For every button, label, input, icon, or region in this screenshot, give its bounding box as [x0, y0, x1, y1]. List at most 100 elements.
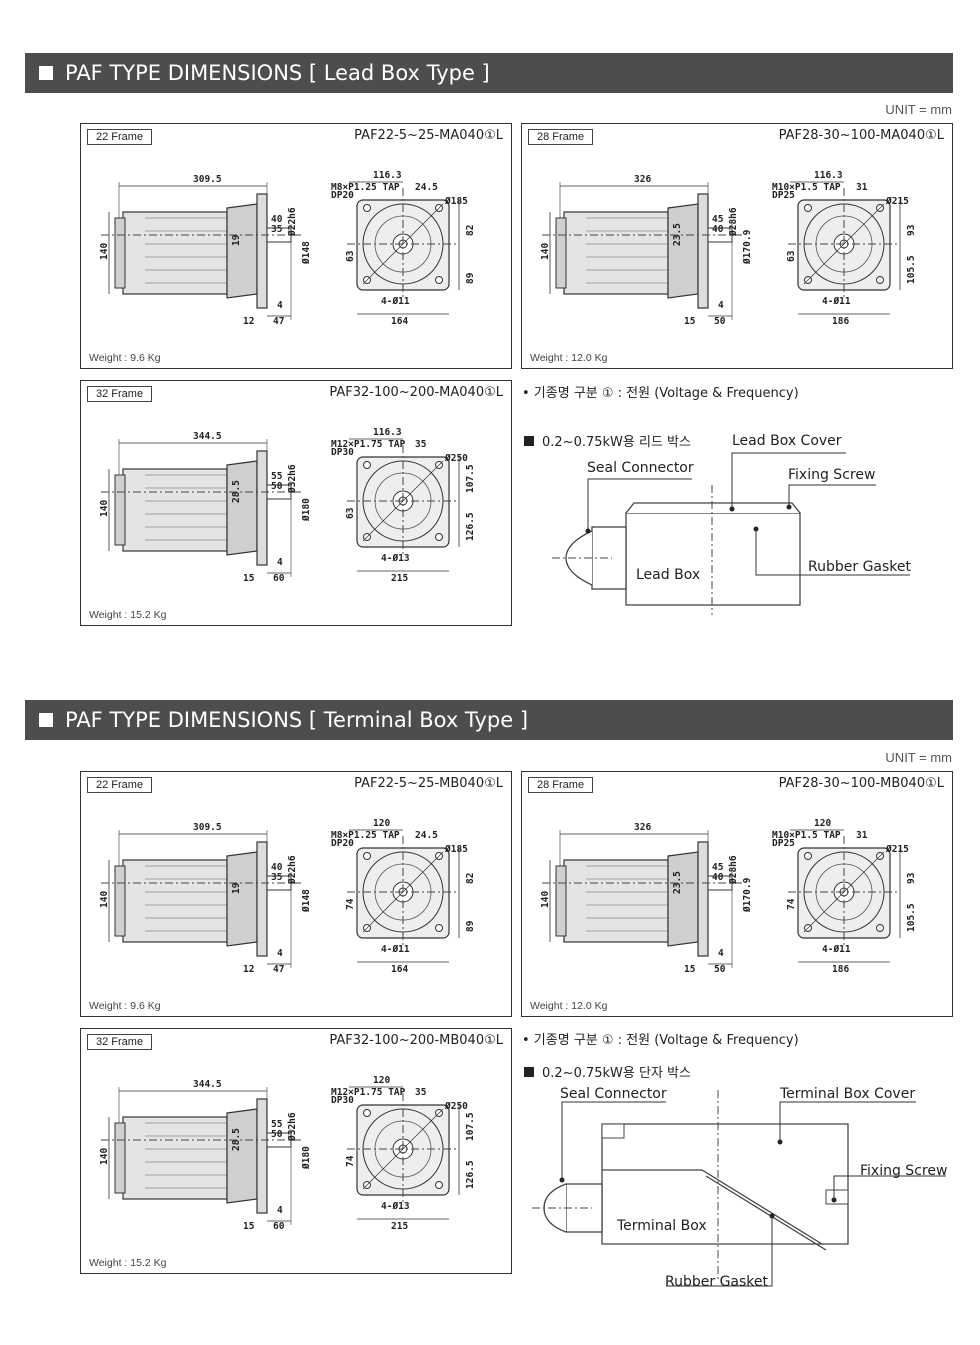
- lead-box-body: [625, 512, 801, 606]
- dim-height: 140: [540, 243, 551, 260]
- dim-flange-dia: Ø170.9: [742, 229, 753, 265]
- dim-pcd: Ø185: [444, 844, 468, 855]
- dim-base-2: 60: [273, 1221, 285, 1232]
- callout-rubber-gasket: Rubber Gasket: [665, 1274, 769, 1290]
- dim-top-offset: 120: [373, 818, 390, 829]
- dim-width: 186: [832, 316, 849, 327]
- gearbox: [226, 851, 258, 947]
- dim-base-2: 60: [273, 573, 285, 584]
- dim-box-height: 63: [345, 250, 356, 262]
- motor-end-cap: [114, 865, 126, 937]
- dim-shaft-length: 55: [271, 1119, 283, 1130]
- dim-base-1: 12: [243, 316, 254, 327]
- dim-base-2: 50: [714, 964, 726, 975]
- square-bullet-icon: [524, 436, 534, 446]
- dim-top-offset: 120: [814, 818, 831, 829]
- dim-key-width: 24.5: [415, 182, 438, 193]
- section-title: PAF TYPE DIMENSIONS [ Lead Box Type ]: [65, 61, 490, 85]
- front-view: [347, 438, 460, 572]
- gearbox: [667, 851, 699, 947]
- side-view: [101, 439, 301, 577]
- dim-center-height: 28.5: [231, 480, 242, 503]
- model-note: • 기종명 구분 ① : 전원 (Voltage & Frequency): [522, 1033, 799, 1048]
- frame-tag: 32 Frame: [87, 1034, 153, 1050]
- dim-holes: 4-Ø11: [822, 944, 851, 955]
- dim-shaft-length: 45: [712, 862, 724, 873]
- dim-pcd: Ø250: [444, 1101, 468, 1112]
- callout-terminal-box-cover: Terminal Box Cover: [779, 1086, 915, 1102]
- dim-width: 215: [391, 1221, 408, 1232]
- mounting-hole: [363, 204, 371, 212]
- dim-flange-dia: Ø180: [301, 1146, 312, 1170]
- dim-flange-dia: Ø170.9: [742, 877, 753, 913]
- model-number: PAF32-100~200-MA040①L: [329, 385, 503, 400]
- motor-end-cap: [114, 1122, 126, 1194]
- section-title: PAF TYPE DIMENSIONS [ Terminal Box Type …: [65, 708, 529, 732]
- dim-shaft-length: 45: [712, 214, 724, 225]
- frame-tag: 32 Frame: [87, 386, 153, 402]
- dim-pilot-dia: Ø32h6: [287, 464, 298, 494]
- callout-lead-box-cover: Lead Box Cover: [732, 433, 842, 449]
- terminal-box-diagram: Terminal Box Cover Seal Connector Fixing…: [532, 1086, 947, 1290]
- motor-body: [122, 468, 228, 552]
- dim-key-length: 35: [271, 872, 283, 883]
- dim-base-3: 4: [718, 300, 724, 311]
- mounting-hole: [876, 276, 884, 284]
- box-title-text: 0.2~0.75kW용 단자 박스: [542, 1066, 691, 1081]
- callout-seal-connector: Seal Connector: [587, 460, 694, 476]
- dim-total-length: 344.5: [193, 1079, 222, 1090]
- dim-key-width: 31: [856, 830, 868, 841]
- mounting-hole: [435, 533, 443, 541]
- terminal-box-cover-line: [602, 1169, 823, 1245]
- dim-pcd: Ø185: [444, 196, 468, 207]
- dim-key-width: 35: [415, 439, 427, 450]
- mounting-hole: [435, 924, 443, 932]
- mounting-hole: [363, 461, 371, 469]
- weight-label: Weight : 12.0 Kg: [530, 352, 608, 364]
- dim-total-length: 326: [634, 174, 651, 185]
- dim-holes: 4-Ø13: [381, 553, 410, 564]
- dim-upper-half: 107.5: [465, 464, 476, 493]
- dim-base-1: 15: [684, 316, 696, 327]
- model-number: PAF28-30~100-MB040①L: [778, 776, 944, 791]
- dim-base-1: 15: [243, 1221, 255, 1232]
- callout-lead-box: Lead Box: [636, 567, 700, 583]
- dim-total-length: 309.5: [193, 822, 222, 833]
- dim-box-height: 74: [345, 1155, 356, 1167]
- dim-box-height: 74: [345, 898, 356, 910]
- gearbox: [226, 460, 258, 556]
- unit-label: UNIT = mm: [885, 750, 952, 765]
- dim-height: 140: [99, 243, 110, 260]
- dim-width: 215: [391, 573, 408, 584]
- dim-tap: M12×P1.75 TAP: [331, 1087, 406, 1098]
- motor-body: [122, 859, 228, 943]
- dim-top-offset: 116.3: [814, 170, 843, 181]
- flange-plate: [256, 450, 268, 566]
- dim-lower-half: 126.5: [465, 512, 476, 541]
- dim-holes: 4-Ø11: [822, 296, 851, 307]
- frame-tag: 28 Frame: [528, 777, 594, 793]
- side-view: [542, 182, 742, 320]
- dim-pilot-dia: Ø32h6: [287, 1112, 298, 1142]
- flange-plate: [697, 193, 709, 309]
- dim-box-height: 74: [786, 898, 797, 910]
- dim-base-2: 47: [273, 964, 284, 975]
- dim-center-height: 23.5: [672, 871, 683, 894]
- front-view: [347, 829, 460, 963]
- dim-lower-half: 126.5: [465, 1160, 476, 1189]
- front-view: [347, 181, 460, 315]
- dim-shaft-length: 40: [271, 862, 283, 873]
- dim-holes: 4-Ø11: [381, 296, 410, 307]
- dim-tap-depth: DP30: [331, 447, 354, 458]
- square-bullet-icon: [39, 713, 53, 727]
- dim-tap: M8×P1.25 TAP: [331, 830, 400, 841]
- flange-plate: [256, 1098, 268, 1214]
- frame-tag: 22 Frame: [87, 129, 153, 145]
